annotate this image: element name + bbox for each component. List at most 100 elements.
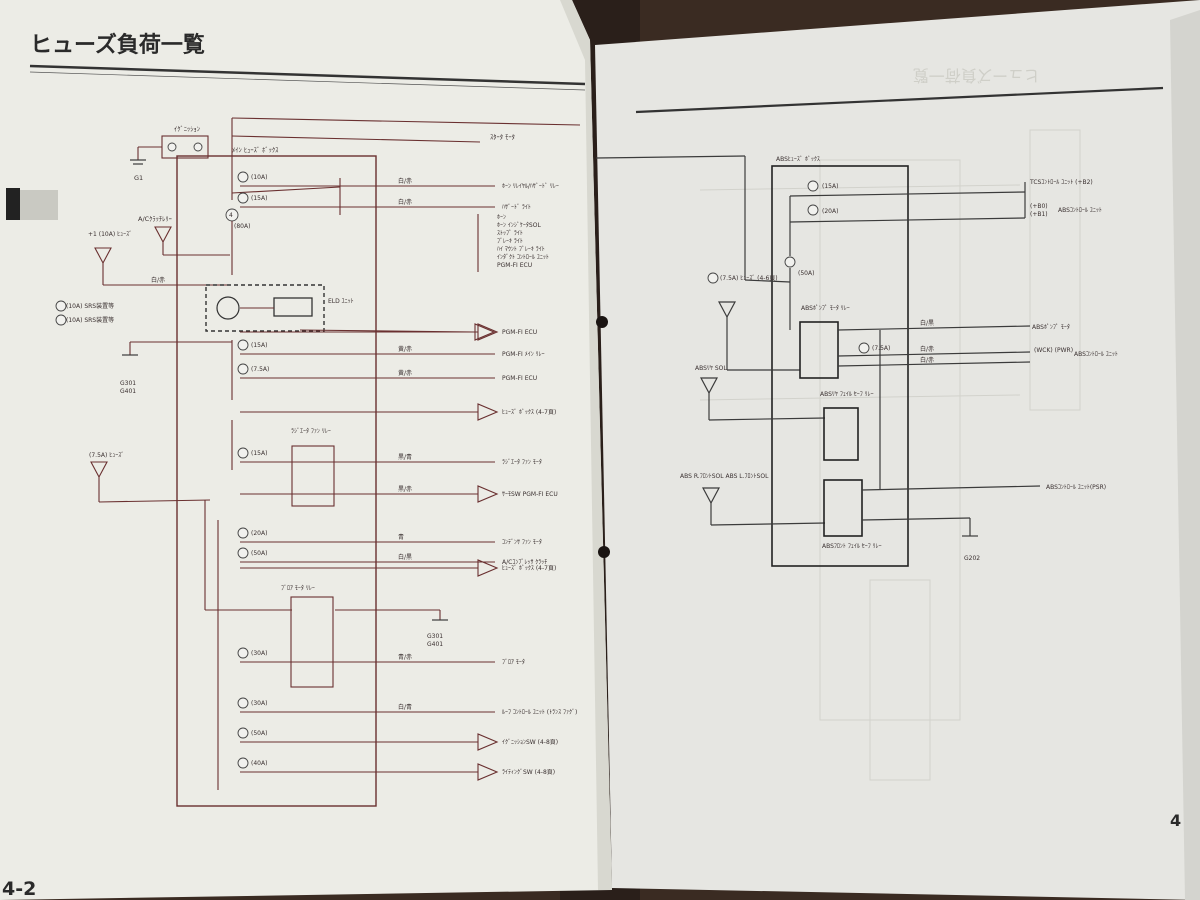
fuse-4-rating: (80A) (234, 223, 250, 230)
fuse-rating: (15A) (251, 342, 267, 349)
left-page: ヒューズ負荷一覧 4-2 (0, 0, 612, 900)
wire-color: 白/赤 (398, 177, 412, 185)
svg-text:PGM-FI ECU: PGM-FI ECU (497, 262, 532, 269)
fuse-rating: (15A) (251, 195, 267, 202)
fuse-rating: (30A) (251, 700, 267, 707)
page-number-left: 4-2 (2, 878, 36, 900)
right-page: 4 ヒューズ負荷一覧 (595, 0, 1200, 900)
ignition-label: ｲｸﾞﾆｯｼｮﾝ (174, 125, 200, 133)
wire-color: 白/黒 (398, 553, 412, 561)
circuit-destination: PGM-FI ﾒｲﾝ ﾘﾚｰ (502, 351, 545, 358)
ground-g301-b: G301 (427, 633, 443, 640)
left-fuse-label: +1 (10A) ﾋｭｰｽﾞ (88, 231, 132, 238)
circuit-destination: ｺﾝﾃﾞﾝｻ ﾌｧﾝ ﾓｰﾀ (502, 539, 542, 546)
wire-color: 黄/赤 (398, 345, 412, 353)
circuit-destination: PGM-FI ECU (502, 329, 537, 336)
abs-fuse-box-label: ABSﾋｭｰｽﾞ ﾎﾞｯｸｽ (776, 156, 820, 163)
circuit-row: (15A) 黄/赤 PGM-FI ﾒｲﾝ ﾘﾚｰ (237, 339, 545, 358)
main-fuse-box (176, 155, 377, 807)
svg-text:ﾎｰﾝ ｲﾝｼﾞｹｰﾀSOL: ﾎｰﾝ ｲﾝｼﾞｹｰﾀSOL (497, 222, 541, 229)
right-wiring-diagram: ABSﾋｭｰｽﾞ ﾎﾞｯｸｽ (15A) (20A) TCSｺﾝﾄﾛｰﾙ ﾕﾆｯ… (595, 155, 1118, 567)
wire-color: 黄/赤 (398, 369, 412, 377)
wire-color: 青/赤 (398, 653, 412, 661)
ac-relay-label: A/Cｸﾗｯﾁﾚﾘｰ (138, 215, 172, 223)
right-group-labels: ﾎｰﾝ ﾎｰﾝ ｲﾝｼﾞｹｰﾀSOL ｽﾄｯﾌﾟ ﾗｲﾄ ﾌﾞﾚｰｷ ﾗｲﾄ ﾊ… (497, 214, 549, 269)
svg-text:ﾌﾞﾚｰｷ ﾗｲﾄ: ﾌﾞﾚｰｷ ﾗｲﾄ (497, 238, 523, 245)
abs-left-fuse: (7.5A) ﾋｭｰｽﾞ (4-6頁) (720, 275, 778, 282)
eld-label: ELD ﾕﾆｯﾄ (328, 298, 354, 305)
pump-relay-label: ABSﾎﾟﾝﾌﾟ ﾓｰﾀ ﾘﾚｰ (801, 305, 850, 312)
abs-unit-label-2: ABSｺﾝﾄﾛｰﾙ ﾕﾆｯﾄ (1074, 351, 1118, 358)
circuit-destination: ﾗｼﾞｴｰﾀ ﾌｧﾝ ﾓｰﾀ (502, 459, 542, 466)
circuit-row: PGM-FI ECU (240, 323, 537, 341)
circuit-row: (50A)ｲｸﾞﾆｯｼｮﾝSW (4-8頁) (237, 727, 558, 751)
svg-text:ｽﾄｯﾌﾟ ﾗｲﾄ: ｽﾄｯﾌﾟ ﾗｲﾄ (497, 230, 523, 237)
wire-label-2: 白/赤 (920, 345, 934, 353)
ground-g202: G202 (964, 555, 980, 562)
circuit-row: (50A) 白/黒 A/Cｺﾝﾌﾟﾚｯｻ ｸﾗｯﾁ (237, 547, 547, 566)
wire-color: 白/赤 (398, 198, 412, 206)
blower-relay-label: ﾌﾞﾛｱ ﾓｰﾀ ﾘﾚｰ (281, 585, 315, 592)
bleed-through (699, 129, 1081, 781)
ground-g301: G301 (120, 380, 136, 387)
circuit-destination: ﾙｰﾌ ｺﾝﾄﾛｰﾙ ﾕﾆｯﾄ (ﾄﾗﾝｽ ﾌｧｸﾞ) (502, 709, 577, 716)
fuse-rating: (20A) (251, 530, 267, 537)
tcs-label: TCSｺﾝﾄﾛｰﾙ ﾕﾆｯﾄ (+B2) (1029, 179, 1093, 186)
circuit-destination: ﾊｻﾞｰﾄﾞ ﾗｲﾄ (502, 204, 531, 211)
radiator-relay-label: ﾗｼﾞｴｰﾀ ﾌｧﾝ ﾘﾚｰ (291, 428, 331, 435)
b0-label: (+B0) (1030, 203, 1048, 210)
svg-text:白/赤: 白/赤 (151, 276, 165, 284)
wck-label: (WCK) (PWR) (1034, 347, 1073, 354)
svg-text:4: 4 (229, 212, 233, 219)
fuse-rating: (7.5A) (251, 366, 269, 373)
fuse-rating: (40A) (251, 760, 267, 767)
abs-fuse-main: (50A) (798, 270, 814, 277)
fuse-rating: (15A) (251, 450, 267, 457)
fuse-rating: (50A) (251, 730, 267, 737)
front-relay-label: ABSﾌﾛﾝﾄ ﾌｪｲﾙ ｾｰﾌ ﾘﾚｰ (822, 543, 882, 550)
wire-color: 黒/赤 (398, 486, 412, 493)
circuit-destination: ﾋｭｰｽﾞ ﾎﾞｯｸｽ (4-7頁) (502, 409, 556, 416)
control-psr-label: ABSｺﾝﾄﾛｰﾙ ﾕﾆｯﾄ(PSR) (1046, 484, 1106, 491)
ac-relay-triangle (154, 226, 172, 244)
svg-text:ﾎｰﾝ: ﾎｰﾝ (497, 214, 506, 221)
abs-fuse-box (771, 165, 909, 567)
svg-text:ｲﾝﾀﾞｸﾄ ｺﾝﾄﾛｰﾙ ﾕﾆｯﾄ: ｲﾝﾀﾞｸﾄ ｺﾝﾄﾛｰﾙ ﾕﾆｯﾄ (497, 254, 549, 261)
circuit-destination: A/Cｺﾝﾌﾟﾚｯｻ ｸﾗｯﾁ (502, 559, 547, 566)
rear-relay-label: ABSﾘﾔ ﾌｪｲﾙ ｾｰﾌ ﾘﾚｰ (820, 391, 874, 398)
ground-g401: G401 (120, 388, 136, 395)
blower-relay (290, 596, 334, 688)
abs-rear-relay (823, 407, 859, 461)
wire-color: 黒/青 (398, 453, 412, 461)
svg-text:ﾊｲ ﾏｳﾝﾄ ﾌﾞﾚｰｷ ﾗｲﾄ: ﾊｲ ﾏｳﾝﾄ ﾌﾞﾚｰｷ ﾗｲﾄ (497, 246, 545, 253)
mirrored-header: ヒューズ負荷一覧 (913, 66, 1040, 85)
ground-g1: G1 (134, 174, 143, 182)
page-title: ヒューズ負荷一覧 (30, 32, 205, 58)
fuse-rating: (50A) (251, 550, 267, 557)
eld-box (205, 284, 325, 332)
wire-color: 青 (398, 533, 404, 541)
front-sol-label: ABS R.ﾌﾛﾝﾄSOL ABS L.ﾌﾛﾝﾄSOL (680, 473, 769, 480)
srs-line-1: (10A) SRS装置等 (66, 302, 114, 310)
circuit-row: (20A) 青 ｺﾝﾃﾞﾝｻ ﾌｧﾝ ﾓｰﾀ (237, 527, 542, 546)
circuit-row: (40A)ﾗｲﾃｨﾝｸﾞSW (4-8頁) (237, 757, 555, 781)
fuse-rating: (30A) (251, 650, 267, 657)
radiator-relay (291, 445, 335, 507)
circuit-row: ﾋｭｰｽﾞ ﾎﾞｯｸｽ (4-7頁) (240, 403, 556, 421)
abs-fuse-1: (15A) (822, 183, 838, 190)
abs-unit-label: ABSｺﾝﾄﾛｰﾙ ﾕﾆｯﾄ (1058, 207, 1102, 214)
b1-label: (+B1) (1030, 211, 1048, 218)
abs-fuse-small: (7.5A) (872, 345, 890, 352)
main-fuse-box-label: ﾒｲﾝ ﾋｭｰｽﾞ ﾎﾞｯｸｽ (232, 146, 279, 154)
section-tab (6, 188, 20, 220)
circuit-destination: ｻｰﾓSW PGM-FI ECU (502, 491, 558, 498)
abs-front-relay (823, 479, 863, 537)
wire-label-1: 白/黒 (920, 319, 934, 327)
circuit-destination: PGM-FI ECU (502, 375, 537, 382)
fuse-75-label: (7.5A) ﾋｭｰｽﾞ (89, 452, 124, 459)
srs-line-2: (10A) SRS装置等 (66, 316, 114, 324)
